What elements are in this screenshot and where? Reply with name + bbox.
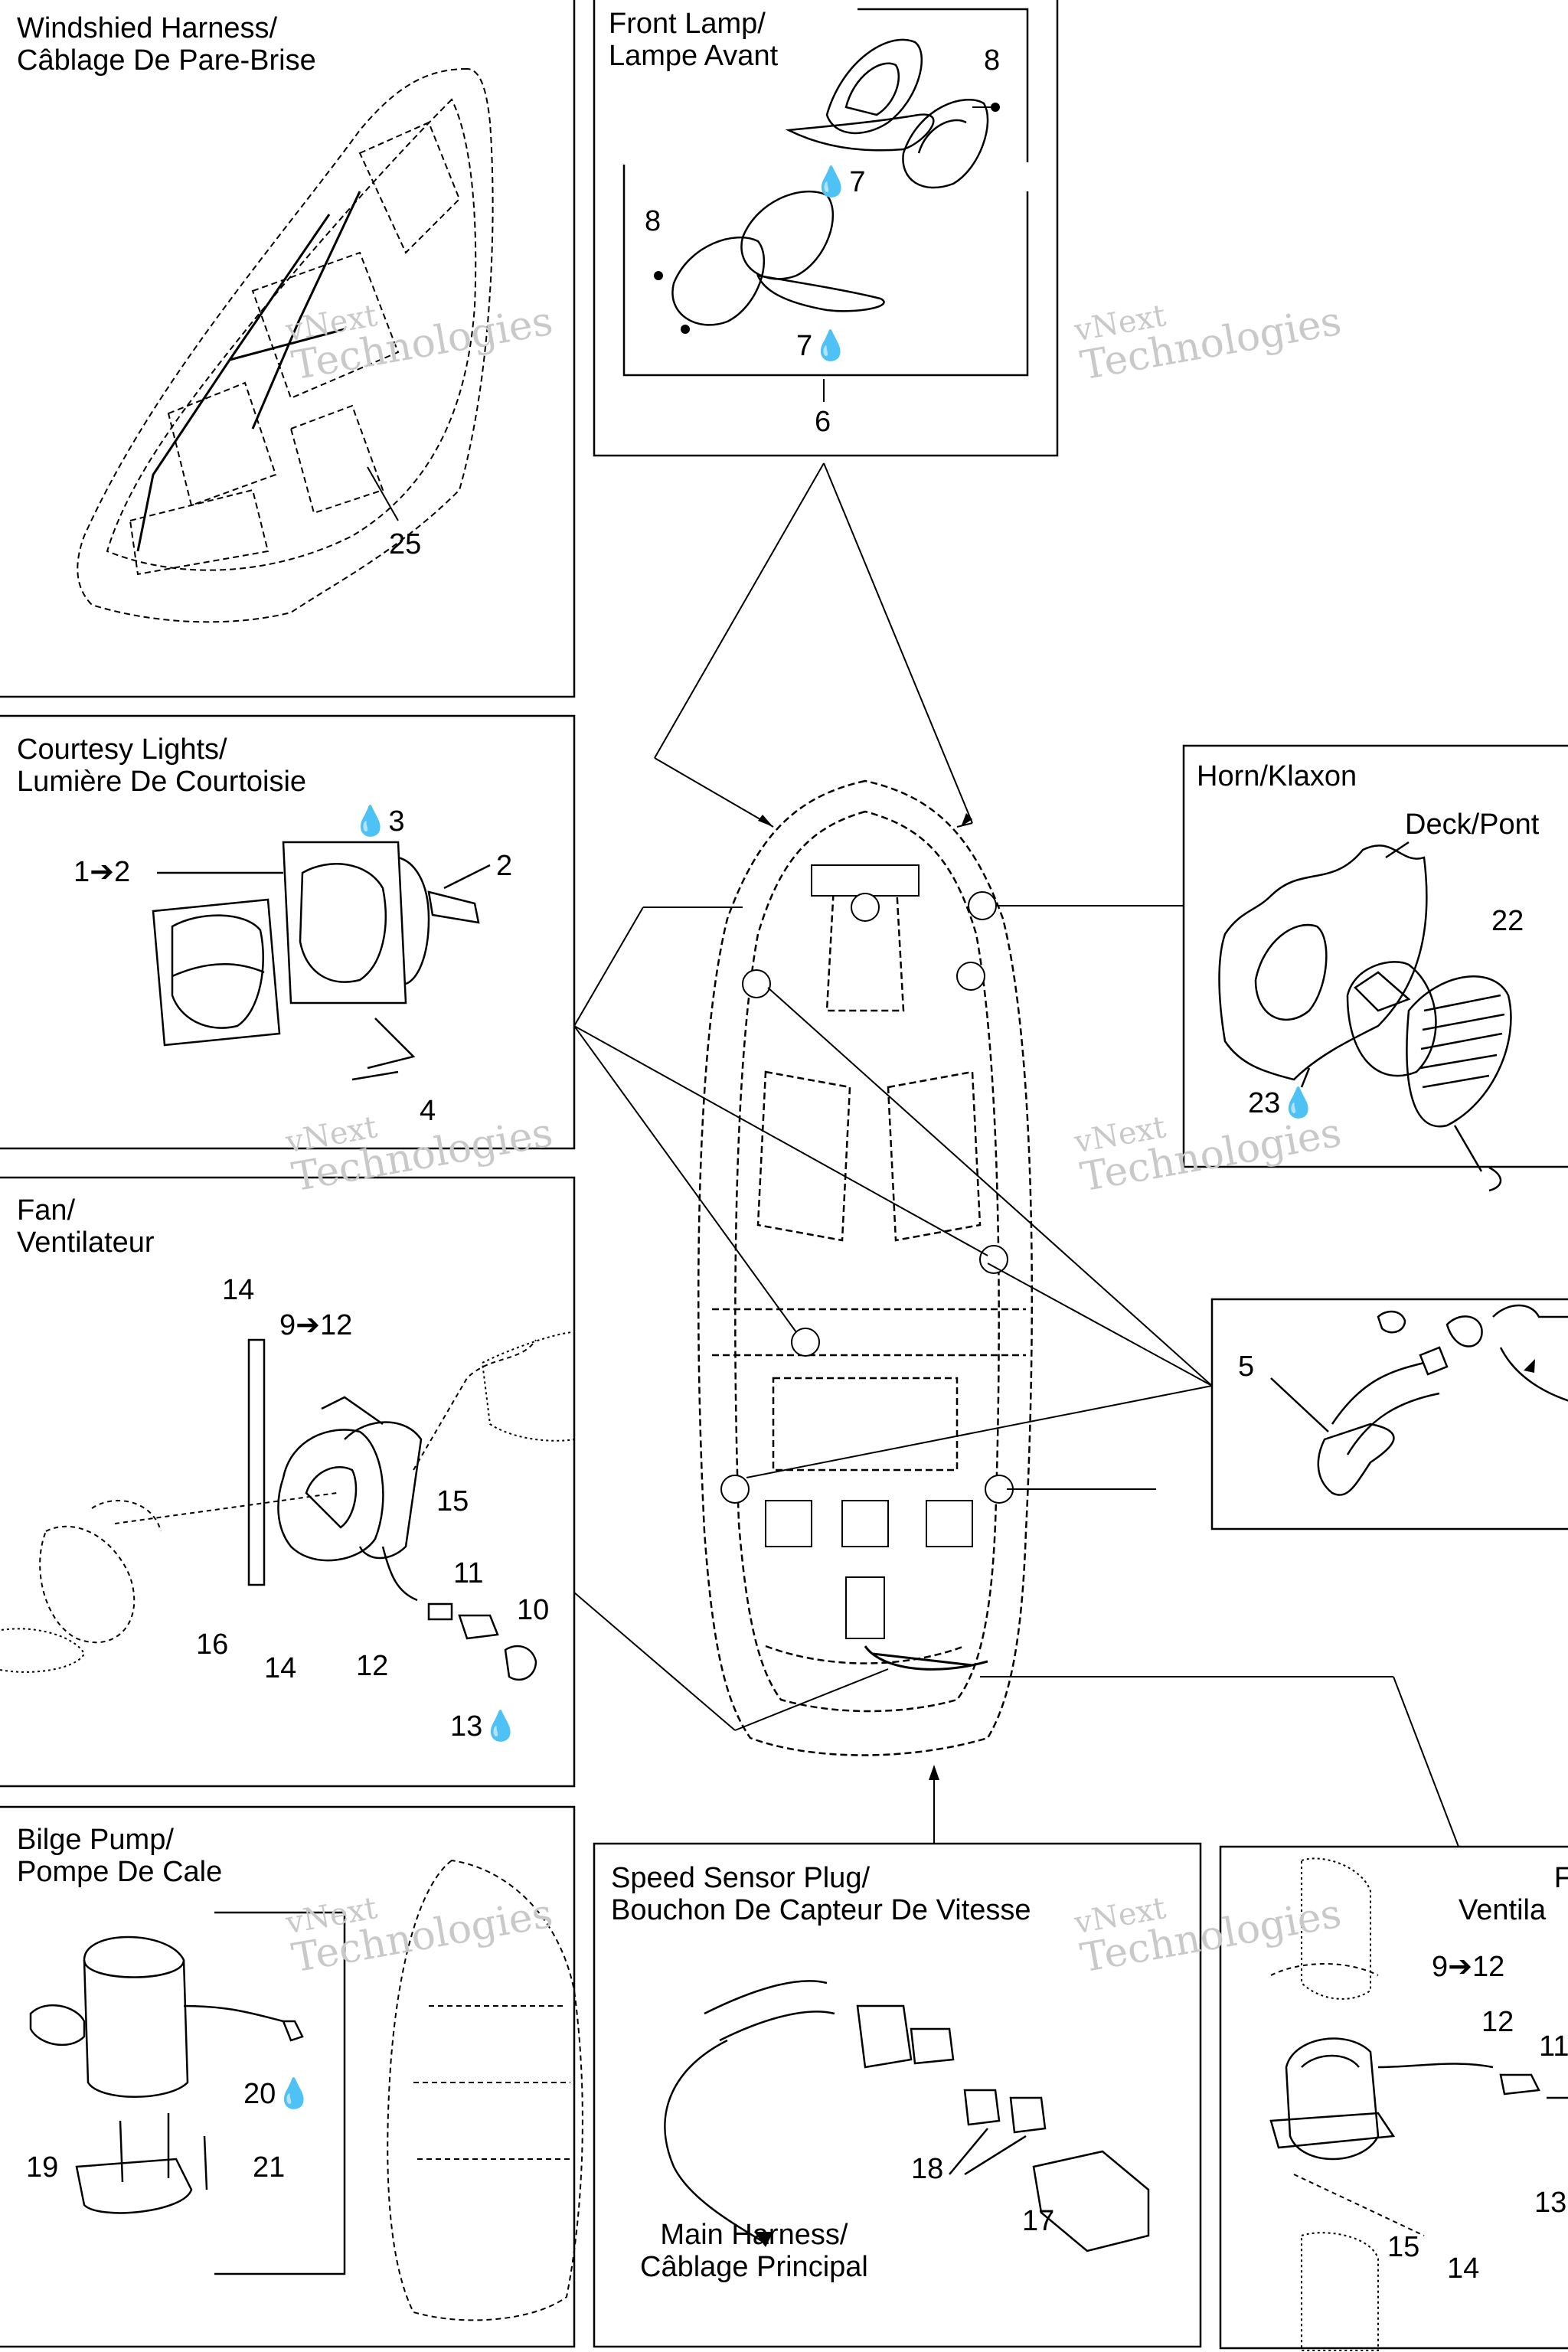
deck-label: Deck/Pont xyxy=(1405,808,1540,841)
fan-drawing xyxy=(247,1338,537,1681)
callout-15-left: 15 xyxy=(436,1485,469,1517)
bilge-title-line2: Pompe De Cale xyxy=(17,1856,223,1888)
courtesy-title: Courtesy Lights/ Lumière De Courtoisie xyxy=(17,733,306,798)
oil-drop-icon: 💧 xyxy=(352,805,389,838)
courtesy-light-drawing xyxy=(152,841,491,1081)
callout-5: 5 xyxy=(1238,1351,1255,1383)
front-lamp-title: Front Lamp/ Lampe Avant xyxy=(609,8,778,72)
horn-drawing xyxy=(1218,841,1512,1192)
fan-title-line1: Fan/ xyxy=(17,1194,76,1227)
speed-title: Speed Sensor Plug/ Bouchon De Capteur De… xyxy=(611,1862,1031,1926)
callout-18: 18 xyxy=(911,2153,944,2185)
fan2-title-line2: Ventila xyxy=(1459,1894,1547,1926)
speed-title-line2: Bouchon De Capteur De Vitesse xyxy=(611,1894,1031,1926)
oil-drop-icon: 💧 xyxy=(482,1710,519,1743)
panel-frame-bilge xyxy=(0,1805,576,2348)
front-lamp-drawing xyxy=(622,8,1029,377)
callout-15-right: 15 xyxy=(1387,2231,1420,2263)
callout-23: 23💧 xyxy=(1248,1087,1317,1119)
oil-drop-icon: 💧 xyxy=(812,330,849,362)
oil-drop-icon: 💧 xyxy=(276,2078,312,2110)
panel-frame-fan xyxy=(0,1176,576,1788)
windshield-title-line1: Windshied Harness/ xyxy=(17,12,278,44)
front-lamp-title-line2: Lampe Avant xyxy=(609,40,779,72)
fan2-title: F Ventila xyxy=(1459,1862,1568,1926)
courtesy-title-line2: Lumière De Courtoisie xyxy=(17,766,307,798)
callout-12-left: 12 xyxy=(356,1650,389,1682)
callout-11-right: 11 xyxy=(1539,2030,1568,2063)
callout-22: 22 xyxy=(1491,905,1524,937)
callout-7-bottom: 7💧 xyxy=(796,330,849,362)
callout-16: 16 xyxy=(196,1628,229,1661)
callout-19: 19 xyxy=(26,2151,59,2184)
panel-frame-courtesy xyxy=(0,714,576,1150)
callout-10: 10 xyxy=(517,1594,550,1626)
callout-21: 21 xyxy=(253,2151,286,2184)
main-harness-line1: Main Harness/ xyxy=(660,2219,848,2251)
callout-13-left: 13💧 xyxy=(450,1710,519,1743)
callout-2: 2 xyxy=(496,850,513,882)
panel-frame-front-lamp xyxy=(593,0,1059,457)
hull-drawing xyxy=(697,779,1034,1756)
main-harness-label: Main Harness/ Câblage Principal xyxy=(640,2219,868,2283)
callout-14-right: 14 xyxy=(1447,2252,1480,2285)
callout-14-bottom: 14 xyxy=(264,1652,297,1684)
connector-drawing xyxy=(1270,1304,1568,1496)
fan2-title-line1: F xyxy=(1553,1862,1568,1894)
callout-20: 20💧 xyxy=(243,2078,312,2110)
bilge-pump-drawing xyxy=(29,1911,346,2275)
callout-3: 💧3 xyxy=(352,805,405,838)
callout-12-right: 12 xyxy=(1481,2006,1514,2038)
callout-4: 4 xyxy=(420,1095,436,1127)
horn-title: Horn/Klaxon xyxy=(1197,760,1357,792)
callout-14-top: 14 xyxy=(222,1274,255,1306)
panel-frame-windshield xyxy=(0,0,576,698)
fan-title-line2: Ventilateur xyxy=(17,1227,155,1259)
callout-9-to-12-right: 9➔12 xyxy=(1432,1951,1505,1983)
callout-6: 6 xyxy=(815,406,831,438)
callout-7-top: 💧7 xyxy=(813,166,866,198)
panel-frame-connector xyxy=(1210,1298,1568,1530)
speed-title-line1: Speed Sensor Plug/ xyxy=(611,1862,871,1894)
callout-8-left: 8 xyxy=(645,205,662,237)
front-lamp-title-line1: Front Lamp/ xyxy=(609,8,766,40)
callout-13-right: 13 xyxy=(1534,2187,1567,2219)
fan-title: Fan/ Ventilateur xyxy=(17,1194,155,1259)
panel-frame-fan2 xyxy=(1219,1845,1568,2350)
oil-drop-icon: 💧 xyxy=(813,166,850,198)
oil-drop-icon: 💧 xyxy=(1280,1087,1317,1119)
speed-sensor-drawing xyxy=(664,1980,1150,2252)
callout-11-left: 11 xyxy=(453,1557,484,1589)
fan2-drawing xyxy=(1269,2037,1568,2161)
callout-9-to-12-left: 9➔12 xyxy=(279,1309,353,1341)
courtesy-title-line1: Courtesy Lights/ xyxy=(17,733,227,766)
callout-25: 25 xyxy=(389,528,422,560)
bilge-title: Bilge Pump/ Pompe De Cale xyxy=(17,1824,222,1888)
callout-1-to-2: 1➔2 xyxy=(74,856,131,888)
main-harness-line2: Câblage Principal xyxy=(640,2251,868,2283)
callout-8-top: 8 xyxy=(984,44,1001,77)
windshield-deck-drawing xyxy=(77,67,494,623)
windshield-title-line2: Câblage De Pare-Brise xyxy=(17,44,316,77)
panel-frame-speed xyxy=(593,1842,1202,2348)
bilge-title-line1: Bilge Pump/ xyxy=(17,1824,174,1856)
callout-17: 17 xyxy=(1022,2205,1055,2237)
panel-frame-horn xyxy=(1182,744,1568,1168)
windshield-title: Windshied Harness/ Câblage De Pare-Brise xyxy=(17,12,316,77)
